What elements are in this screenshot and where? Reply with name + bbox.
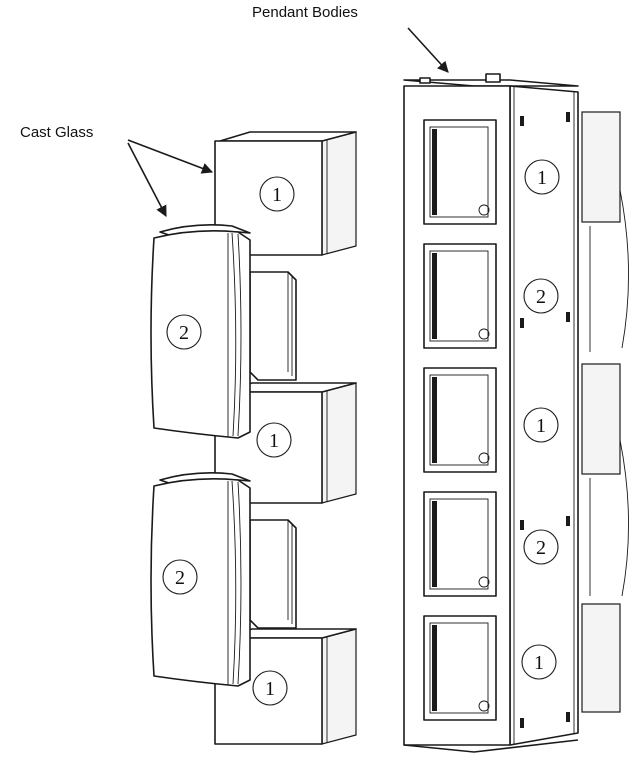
svg-text:2: 2 [536, 286, 546, 308]
side-slots [520, 112, 570, 728]
pendant-bodies-label: Pendant Bodies [252, 4, 358, 21]
cast-glass-label: Cast Glass [20, 124, 94, 141]
svg-text:1: 1 [537, 167, 547, 189]
svg-text:1: 1 [272, 184, 282, 206]
svg-text:1: 1 [534, 652, 544, 674]
svg-text:1: 1 [536, 415, 546, 437]
cast-glass-stack [150, 131, 357, 745]
body-callout-5: 1 [521, 644, 557, 680]
window-openings [423, 119, 497, 721]
body-callout-2: 2 [523, 278, 559, 314]
column-top [403, 79, 579, 87]
svg-text:2: 2 [179, 322, 189, 344]
glass-callout-5: 1 [252, 670, 288, 706]
glass-callout-2: 2 [166, 314, 202, 350]
body-callout-3: 1 [523, 407, 559, 443]
glass-callout-4: 2 [162, 559, 198, 595]
svg-text:2: 2 [536, 537, 546, 559]
svg-text:2: 2 [175, 567, 185, 589]
glass-arrow-upper [127, 139, 214, 174]
body-callout-4: 2 [523, 529, 559, 565]
rear-glass-pieces [581, 111, 629, 713]
svg-text:1: 1 [269, 430, 279, 452]
leader-arrows [127, 27, 449, 217]
body-callout-1: 1 [524, 159, 560, 195]
glass-arrow-lower [127, 142, 167, 217]
svg-text:1: 1 [265, 678, 275, 700]
glass-callout-3: 1 [256, 422, 292, 458]
pendant-arrow [407, 27, 449, 73]
pendant-bodies-assembly [403, 73, 629, 753]
glass-callout-1: 1 [259, 176, 295, 212]
glass-block-2-lower [150, 472, 297, 687]
